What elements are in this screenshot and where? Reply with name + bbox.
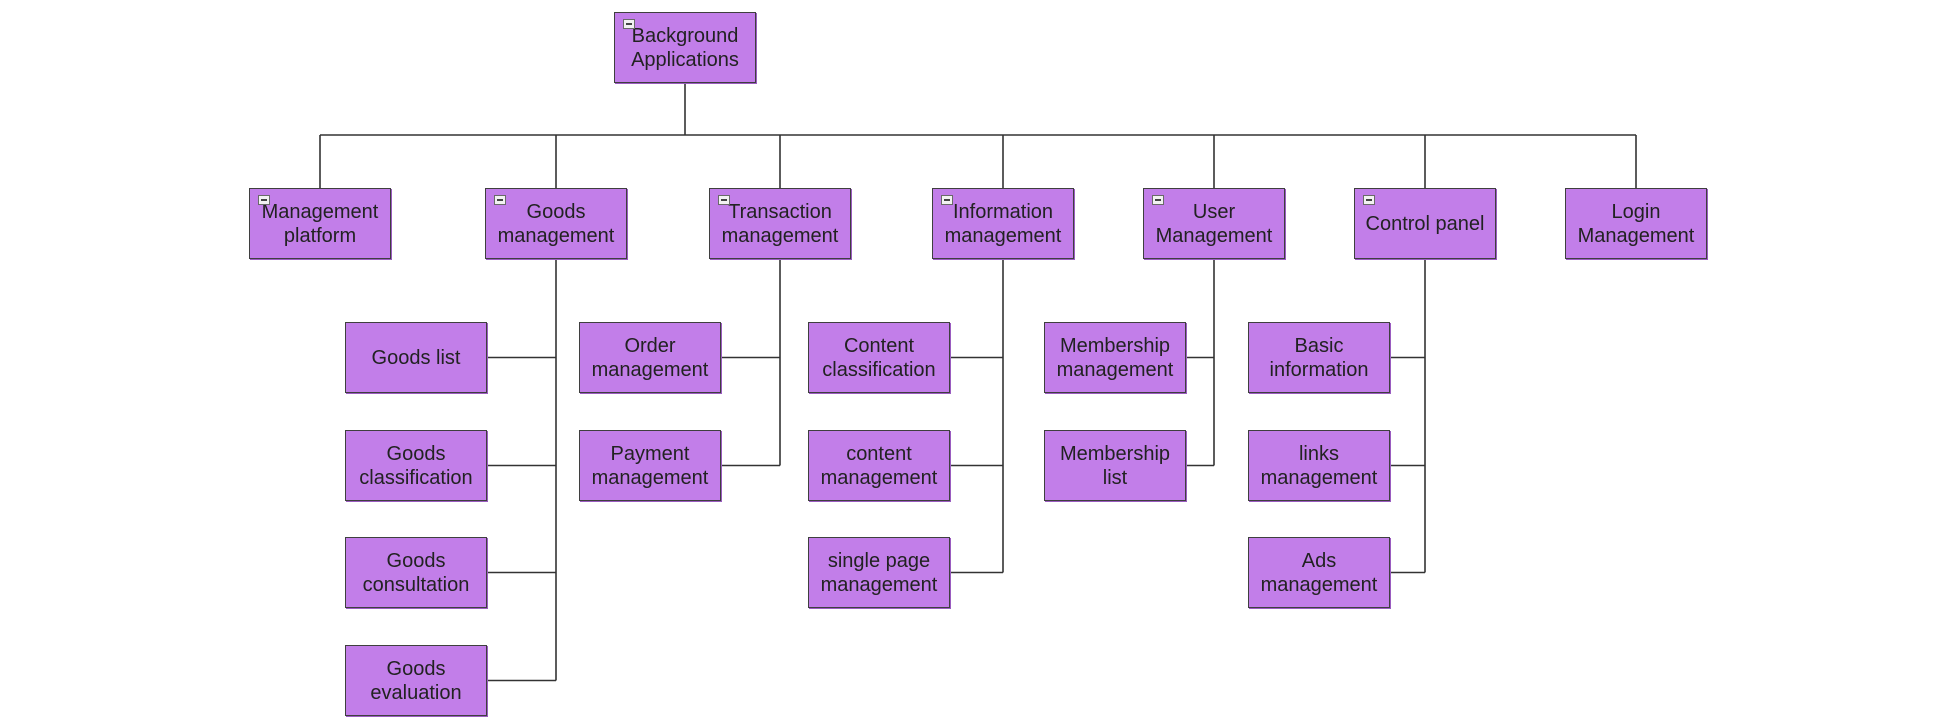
node-label: Goods list [371, 346, 461, 369]
node-label: Goods evaluation [370, 657, 462, 704]
child-node-single-page-management[interactable]: single page management [808, 537, 950, 608]
collapse-icon[interactable] [494, 195, 506, 205]
node-label: Login Management [1577, 200, 1695, 247]
node-label: User Management [1155, 200, 1273, 247]
child-node-membership-management[interactable]: Membership management [1044, 322, 1186, 393]
category-node-control-panel[interactable]: Control panel [1354, 188, 1496, 259]
node-label: Transaction management [721, 200, 839, 247]
child-node-order-management[interactable]: Order management [579, 322, 721, 393]
node-label: Control panel [1365, 212, 1485, 235]
collapse-icon[interactable] [1152, 195, 1164, 205]
node-label: single page management [820, 549, 938, 596]
node-label: content management [820, 442, 938, 489]
collapse-icon[interactable] [718, 195, 730, 205]
child-node-goods-evaluation[interactable]: Goods evaluation [345, 645, 487, 716]
node-label: Membership management [1056, 334, 1174, 381]
collapse-icon[interactable] [941, 195, 953, 205]
collapse-icon[interactable] [258, 195, 270, 205]
node-label: Goods consultation [362, 549, 470, 596]
node-label: Content classification [822, 334, 936, 381]
category-node-information-management[interactable]: Information management [932, 188, 1074, 259]
child-node-content-classification[interactable]: Content classification [808, 322, 950, 393]
child-node-links-management[interactable]: links management [1248, 430, 1390, 501]
node-label: Order management [591, 334, 709, 381]
node-label: Ads management [1260, 549, 1378, 596]
node-label: Payment management [591, 442, 709, 489]
collapse-icon[interactable] [1363, 195, 1375, 205]
node-label: Background Applications [631, 24, 739, 71]
category-node-management-platform[interactable]: Management platform [249, 188, 391, 259]
category-node-transaction-management[interactable]: Transaction management [709, 188, 851, 259]
child-node-goods-consultation[interactable]: Goods consultation [345, 537, 487, 608]
node-label: links management [1260, 442, 1378, 489]
child-node-payment-management[interactable]: Payment management [579, 430, 721, 501]
category-node-user-management[interactable]: User Management [1143, 188, 1285, 259]
node-label: Information management [944, 200, 1062, 247]
child-node-ads-management[interactable]: Ads management [1248, 537, 1390, 608]
root-node[interactable]: Background Applications [614, 12, 756, 83]
child-node-membership-list[interactable]: Membership list [1044, 430, 1186, 501]
node-label: Goods management [497, 200, 615, 247]
node-label: Management platform [261, 200, 379, 247]
node-label: Basic information [1269, 334, 1369, 381]
child-node-goods-list[interactable]: Goods list [345, 322, 487, 393]
node-label: Membership list [1059, 442, 1171, 489]
category-node-goods-management[interactable]: Goods management [485, 188, 627, 259]
collapse-icon[interactable] [623, 19, 635, 29]
child-node-goods-classification[interactable]: Goods classification [345, 430, 487, 501]
child-node-content-management[interactable]: content management [808, 430, 950, 501]
category-node-login-management[interactable]: Login Management [1565, 188, 1707, 259]
child-node-basic-information[interactable]: Basic information [1248, 322, 1390, 393]
node-label: Goods classification [359, 442, 473, 489]
